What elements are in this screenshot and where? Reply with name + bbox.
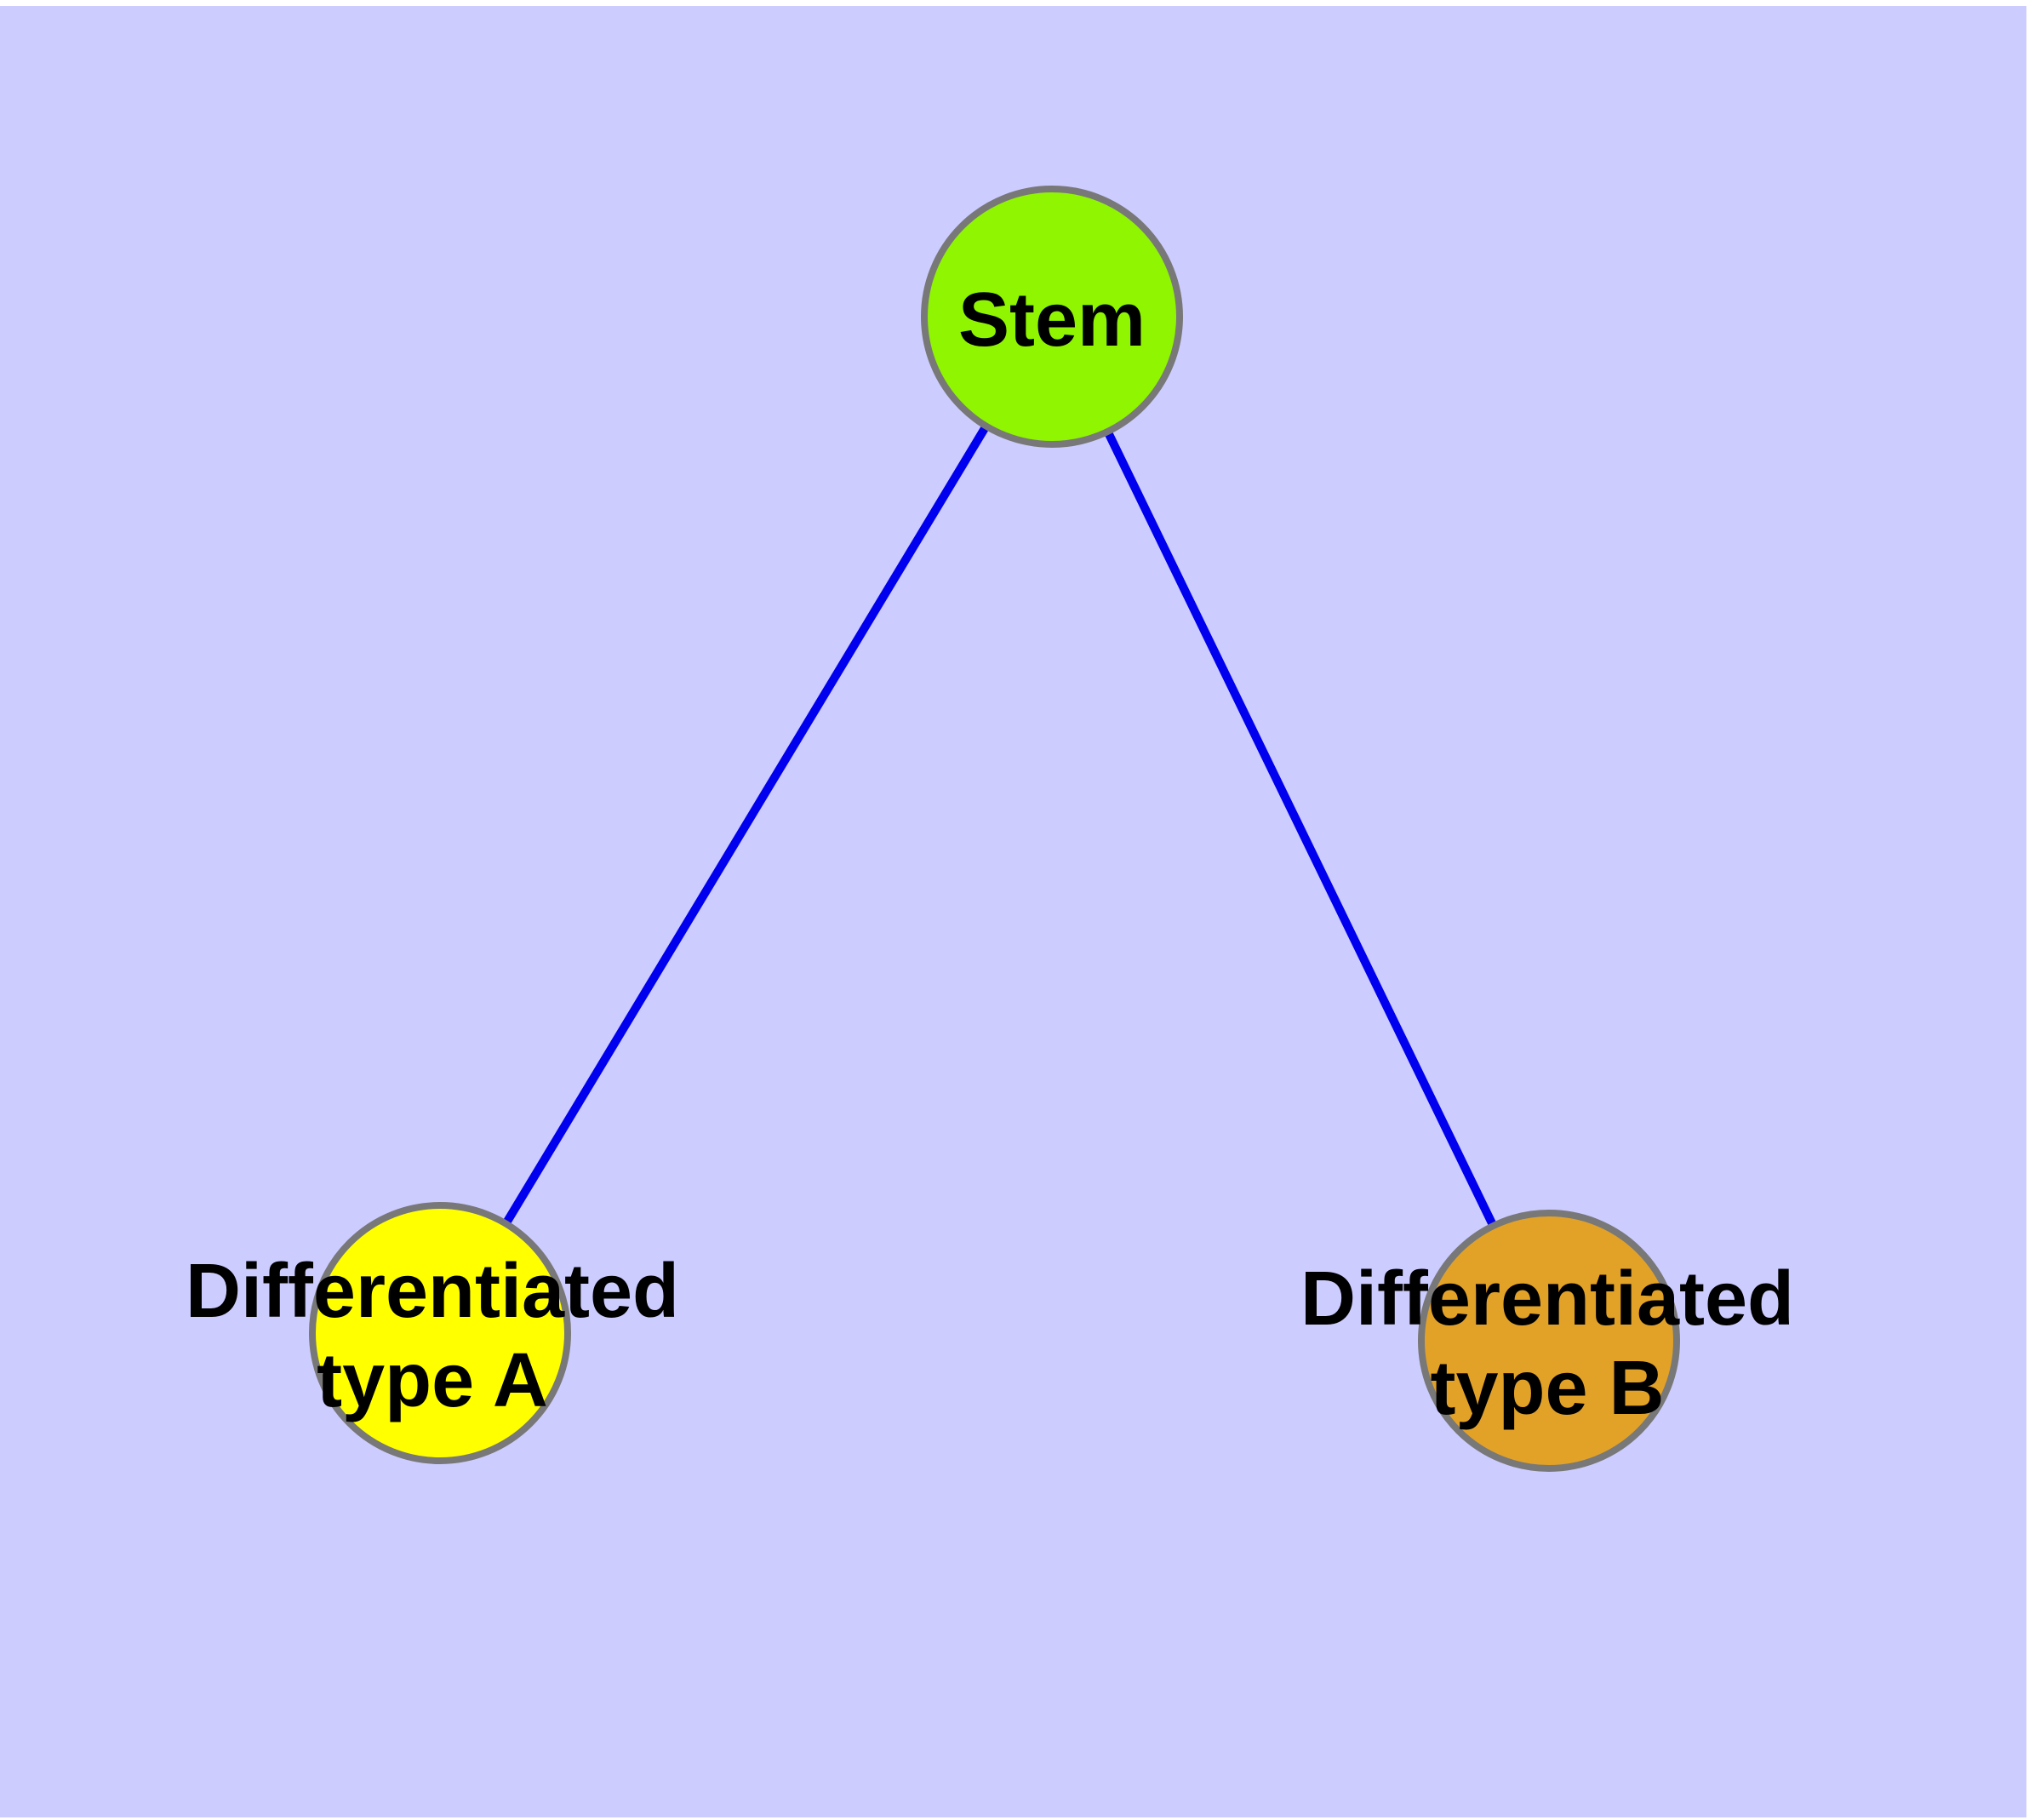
differentiated-type-b-circle	[1418, 1210, 1680, 1472]
node-differentiated-type-b: Differentiated type B	[1300, 1210, 1794, 1472]
differentiated-type-b-label-line2: type B	[1430, 1346, 1664, 1431]
stem-label: Stem	[958, 278, 1146, 363]
differentiated-type-a-label-line2: type A	[317, 1338, 548, 1423]
differentiated-type-b-label-line1: Differentiated	[1300, 1256, 1794, 1342]
edge-stem-to-type-b	[1048, 314, 1553, 1343]
node-stem: Stem	[921, 186, 1183, 448]
differentiated-type-a-circle	[309, 1202, 571, 1464]
stem-circle	[921, 186, 1183, 448]
node-differentiated-type-a: Differentiated type A	[186, 1202, 679, 1464]
differentiated-type-a-label-line1: Differentiated	[186, 1249, 679, 1334]
edge-stem-to-type-a	[436, 314, 1056, 1336]
